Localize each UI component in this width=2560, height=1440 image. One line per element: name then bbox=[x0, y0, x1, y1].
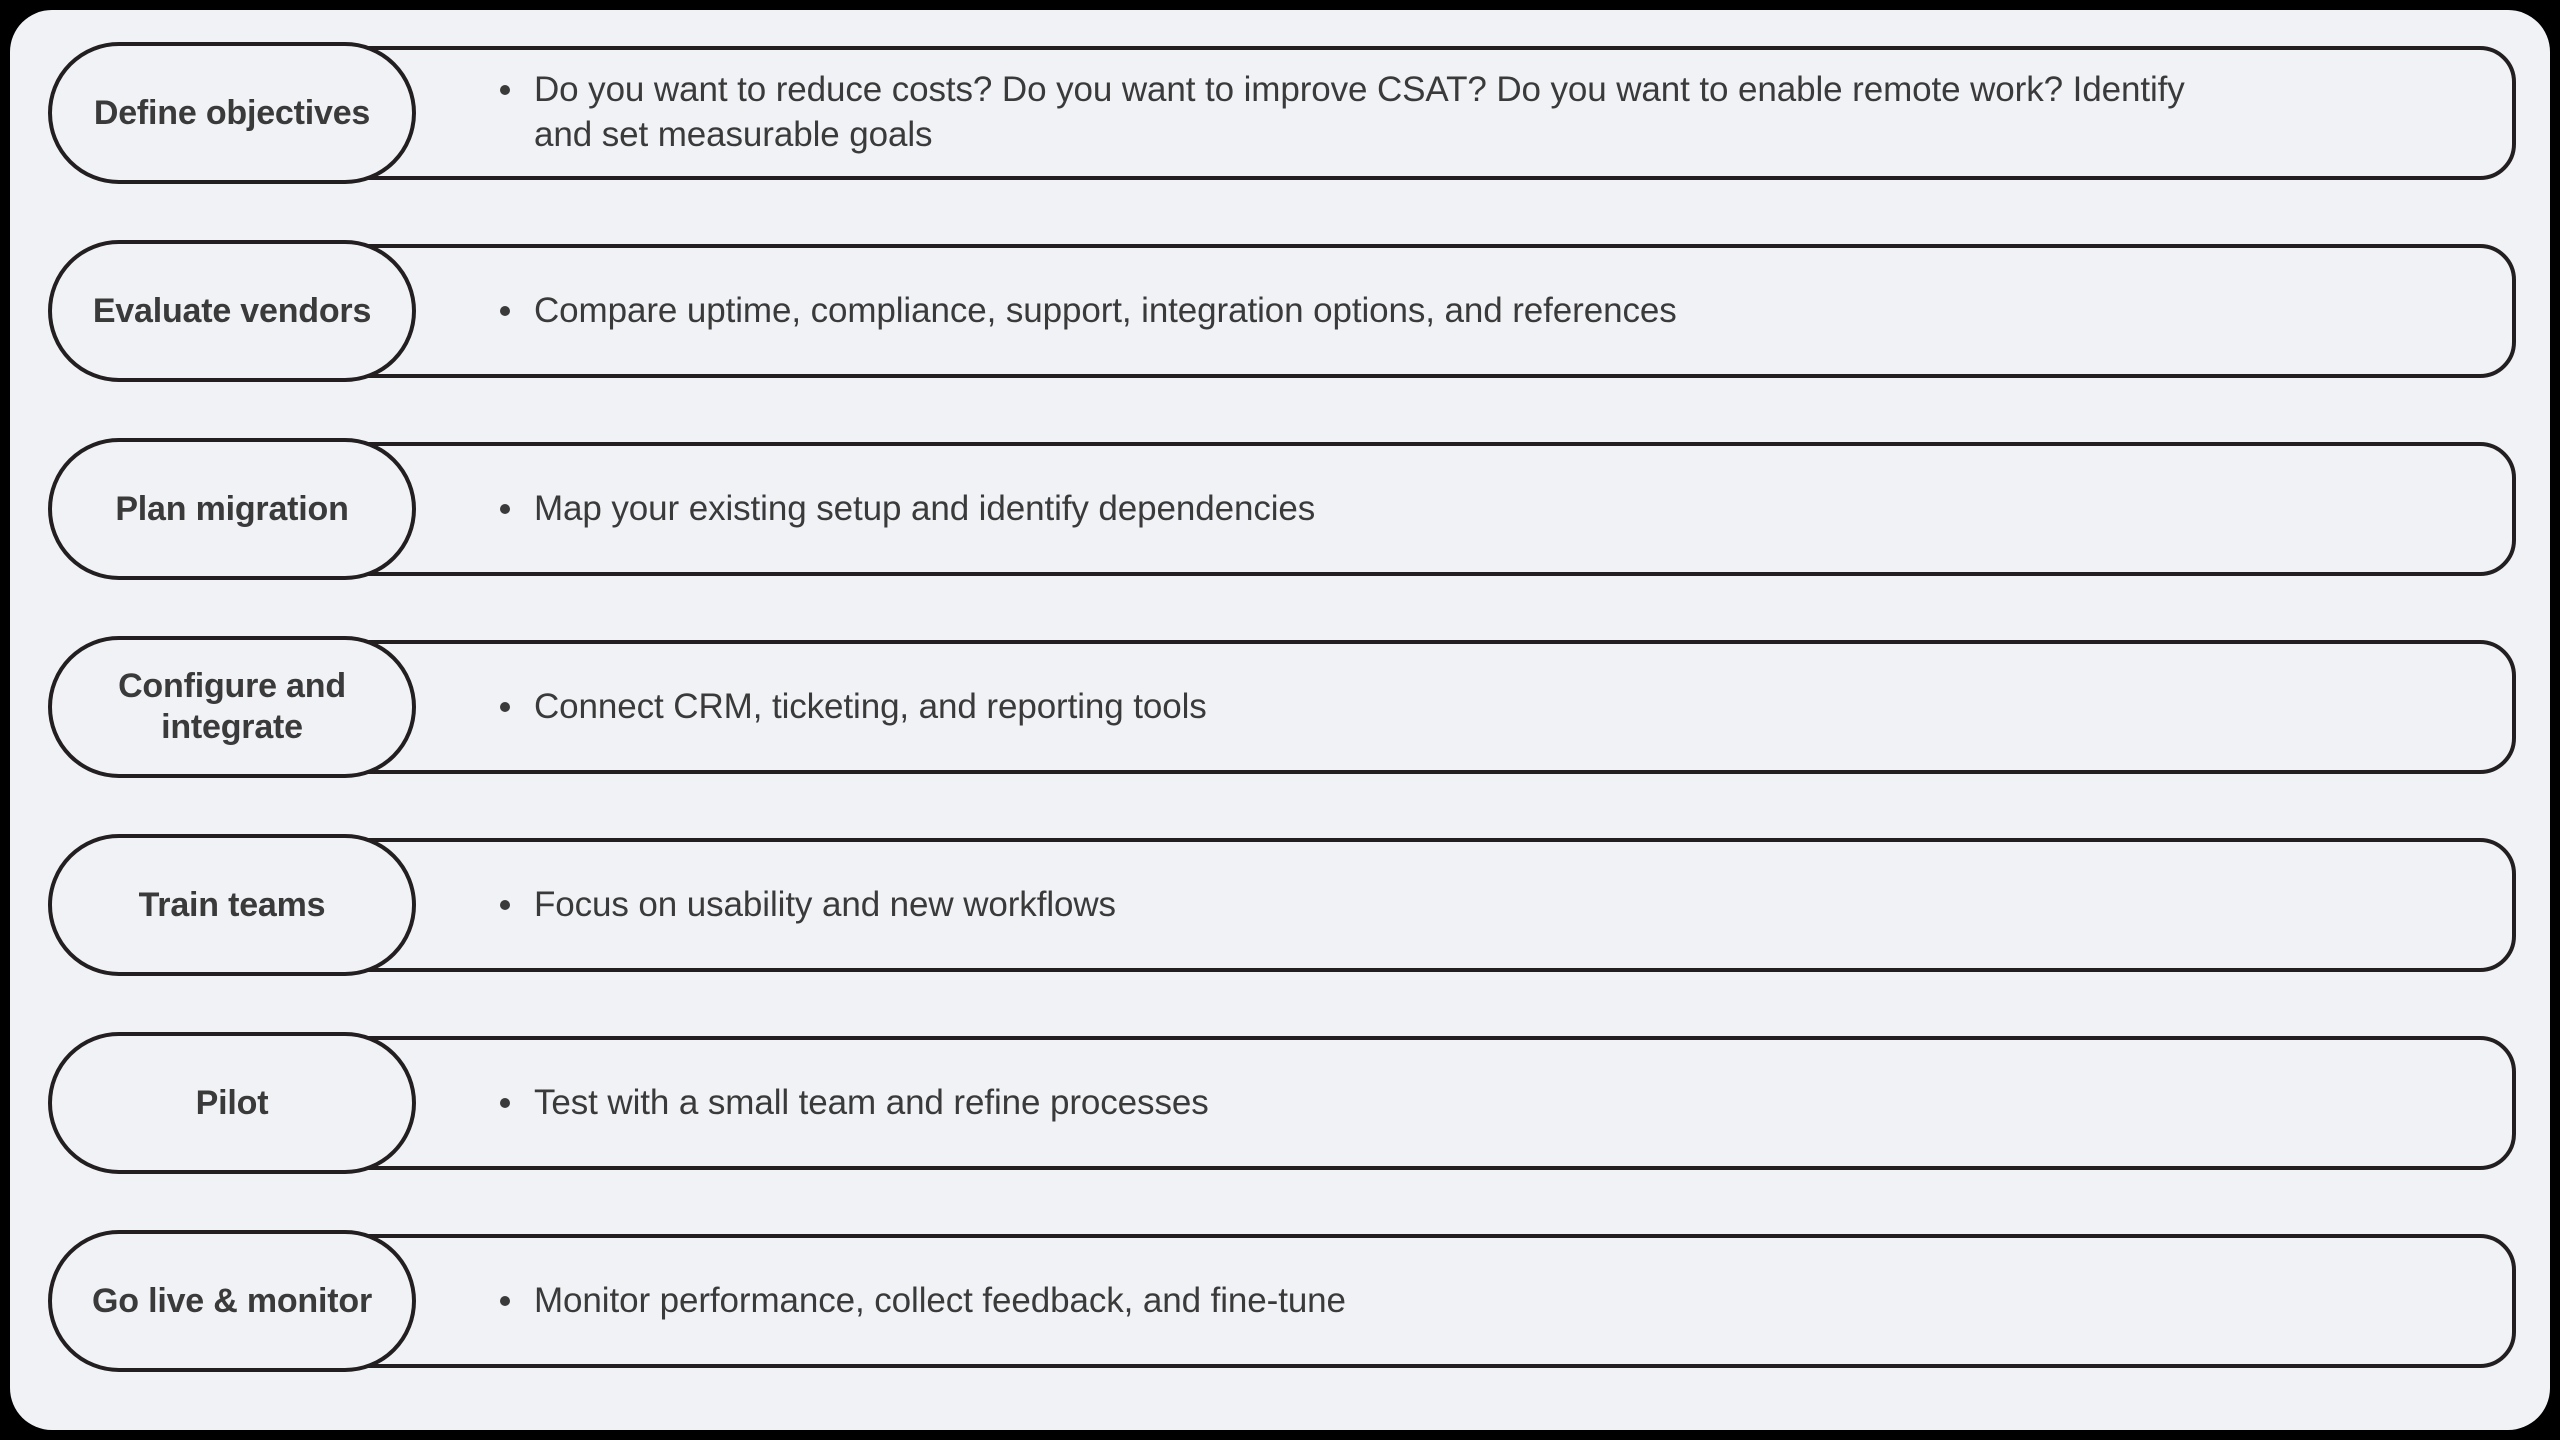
step-label-text: Pilot bbox=[195, 1083, 269, 1122]
step-label-pill[interactable]: Evaluate vendors bbox=[48, 240, 416, 382]
detail-text: Test with a small team and refine proces… bbox=[534, 1082, 1209, 1122]
step-label-pill[interactable]: Plan migration bbox=[48, 438, 416, 580]
detail-box: Monitor performance, collect feedback, a… bbox=[200, 1234, 2516, 1368]
step-label-text: Evaluate vendors bbox=[92, 291, 372, 330]
step-label-pill[interactable]: Go live & monitor bbox=[48, 1230, 416, 1372]
bullet-icon bbox=[500, 305, 510, 316]
detail-box: Map your existing setup and identify dep… bbox=[200, 442, 2516, 576]
bullet-icon bbox=[500, 701, 510, 712]
step-label-text: Go live & monitor bbox=[92, 1281, 372, 1320]
process-row-list: Do you want to reduce costs? Do you want… bbox=[10, 10, 2550, 1430]
step-label-pill[interactable]: Pilot bbox=[48, 1032, 416, 1174]
step-label-text: Configure and integrate bbox=[118, 667, 346, 746]
detail-text: Map your existing setup and identify dep… bbox=[534, 488, 1316, 528]
step-label-text: Define objectives bbox=[93, 93, 371, 132]
detail-content: Focus on usability and new workflows bbox=[204, 883, 2512, 928]
detail-content: Monitor performance, collect feedback, a… bbox=[204, 1279, 2512, 1324]
detail-text: Monitor performance, collect feedback, a… bbox=[534, 1280, 1346, 1320]
step-label-pill[interactable]: Configure and integrate bbox=[48, 636, 416, 778]
detail-box: Test with a small team and refine proces… bbox=[200, 1036, 2516, 1170]
detail-box: Focus on usability and new workflows bbox=[200, 838, 2516, 972]
diagram-card: Do you want to reduce costs? Do you want… bbox=[10, 10, 2550, 1430]
bullet-icon bbox=[500, 85, 510, 96]
step-label-pill[interactable]: Train teams bbox=[48, 834, 416, 976]
detail-text: Compare uptime, compliance, support, int… bbox=[534, 290, 1677, 330]
detail-text: Do you want to reduce costs? Do you want… bbox=[534, 70, 2185, 154]
detail-content: Do you want to reduce costs? Do you want… bbox=[204, 68, 2512, 158]
bullet-icon bbox=[500, 1097, 510, 1108]
detail-content: Map your existing setup and identify dep… bbox=[204, 487, 2512, 532]
step-label-text: Plan migration bbox=[115, 489, 349, 528]
detail-content: Compare uptime, compliance, support, int… bbox=[204, 289, 2512, 334]
step-label-text: Train teams bbox=[138, 885, 326, 924]
bullet-icon bbox=[500, 899, 510, 910]
detail-text: Connect CRM, ticketing, and reporting to… bbox=[534, 686, 1207, 726]
step-label-pill[interactable]: Define objectives bbox=[48, 42, 416, 184]
bullet-icon bbox=[500, 503, 510, 514]
detail-box: Compare uptime, compliance, support, int… bbox=[200, 244, 2516, 378]
detail-box: Connect CRM, ticketing, and reporting to… bbox=[200, 640, 2516, 774]
detail-content: Connect CRM, ticketing, and reporting to… bbox=[204, 685, 2512, 730]
detail-box: Do you want to reduce costs? Do you want… bbox=[200, 46, 2516, 180]
bullet-icon bbox=[500, 1295, 510, 1306]
detail-text: Focus on usability and new workflows bbox=[534, 884, 1116, 924]
detail-content: Test with a small team and refine proces… bbox=[204, 1081, 2512, 1126]
